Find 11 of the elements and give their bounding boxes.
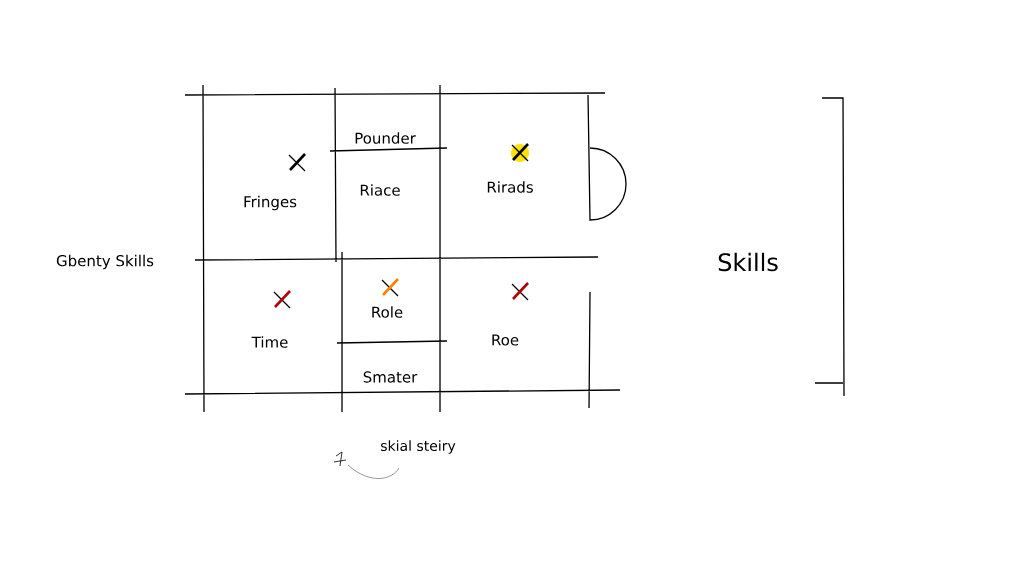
cell-label: Riace [360,184,400,196]
cell-label: Role [372,306,403,318]
cell-label: Roe [492,334,519,346]
note-label: skial steiry [381,440,456,454]
heading-label: Skills [718,252,778,272]
cell-label: Time [251,336,288,348]
cell-label: Pounder [355,132,416,144]
cell-label: Fringes [244,195,297,211]
cell-label: Smater [363,371,418,383]
cell-label: Rirads [487,181,533,193]
side-label: Gbenty Skills [56,254,154,270]
